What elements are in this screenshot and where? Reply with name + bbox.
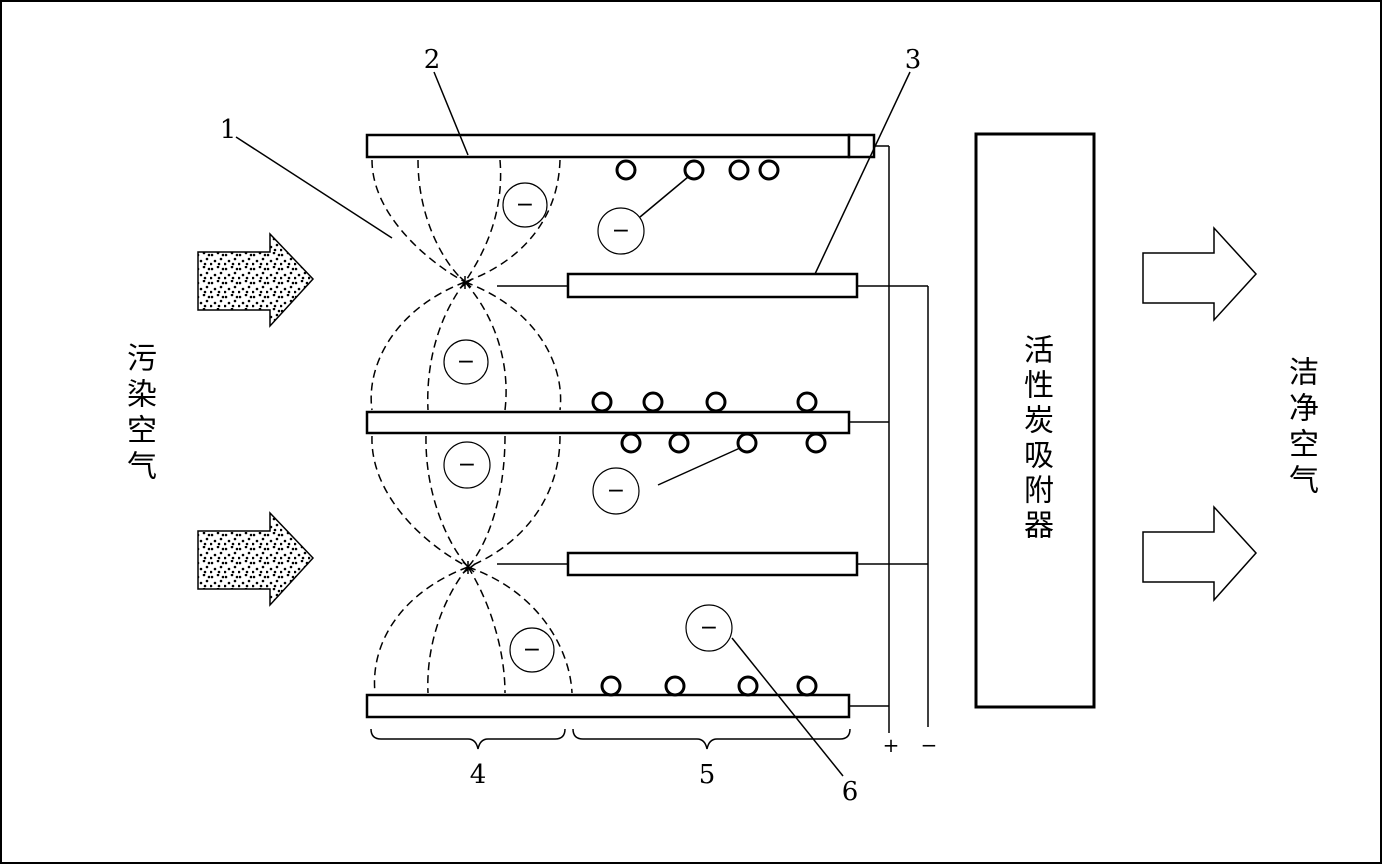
polluted-air-arrow-lower	[197, 511, 315, 607]
dust-particle	[664, 675, 686, 697]
ion-particle-link	[657, 447, 741, 486]
dust-particle	[728, 159, 750, 181]
brace-collection-zone	[572, 728, 851, 750]
collecting-plate-top	[365, 133, 851, 159]
clean-air-arrow-lower	[1142, 505, 1258, 602]
negative-electrode-lower	[566, 551, 859, 577]
dust-particle	[620, 432, 642, 454]
svg-text:−: −	[607, 479, 625, 504]
dust-particle	[758, 159, 780, 181]
ion-particle-link	[639, 176, 689, 218]
dust-particle	[805, 432, 827, 454]
collecting-plate-top-end-cap	[847, 133, 876, 159]
dust-particle	[796, 391, 818, 413]
brace-ionization-zone	[370, 728, 566, 750]
leader-line-6	[731, 637, 844, 777]
svg-text:−: −	[458, 453, 476, 478]
charged-ion: −	[592, 467, 640, 515]
leader-line-3	[814, 71, 911, 275]
callout-1: 1	[220, 115, 237, 145]
charged-ion: −	[685, 604, 733, 652]
leader-line-2	[433, 71, 469, 156]
corona-point-lower	[462, 561, 476, 574]
charged-ion: −	[509, 627, 555, 673]
positive-bus	[849, 145, 890, 733]
svg-text:−: −	[516, 193, 534, 218]
dust-particle	[642, 391, 664, 413]
dust-particles	[591, 159, 827, 697]
negative-bus	[857, 285, 929, 727]
charged-ion: −	[443, 441, 491, 489]
corona-point-upper	[459, 276, 473, 289]
dust-particle	[796, 675, 818, 697]
callout-3: 3	[905, 45, 922, 75]
dust-particle	[591, 391, 613, 413]
dust-particle	[600, 675, 622, 697]
negative-electrode-upper	[566, 272, 859, 299]
callout-6: 6	[842, 777, 859, 807]
leader-line-1	[235, 136, 393, 239]
svg-text:−: −	[457, 350, 475, 375]
callout-2: 2	[424, 45, 441, 75]
dust-particle	[668, 432, 690, 454]
dust-particle	[683, 159, 705, 181]
clean-air-arrow-upper	[1142, 226, 1258, 322]
polluted-air-arrow-upper	[197, 232, 315, 328]
svg-text:−: −	[523, 638, 541, 663]
dust-particle	[615, 159, 637, 181]
callout-5: 5	[699, 760, 716, 790]
collecting-plate-bottom	[365, 693, 851, 719]
charged-ion: −	[443, 339, 489, 385]
field-lines	[370, 159, 573, 694]
dust-particle	[705, 391, 727, 413]
dust-particle	[737, 675, 759, 697]
adsorber-label: 活性炭吸附器	[1018, 334, 1053, 544]
dust-particle	[736, 432, 758, 454]
inlet-label: 污染空气	[121, 342, 156, 486]
svg-text:−: −	[612, 219, 630, 244]
callout-4: 4	[470, 760, 487, 790]
outlet-label: 洁净空气	[1283, 356, 1318, 500]
negative-terminal-label: −	[921, 733, 938, 757]
positive-terminal-label: +	[883, 733, 900, 757]
charged-ion: −	[502, 182, 548, 228]
charged-ion: −	[597, 207, 645, 255]
svg-text:−: −	[700, 616, 718, 641]
collecting-plate-middle	[365, 410, 851, 435]
activated-carbon-adsorber	[974, 132, 1096, 709]
